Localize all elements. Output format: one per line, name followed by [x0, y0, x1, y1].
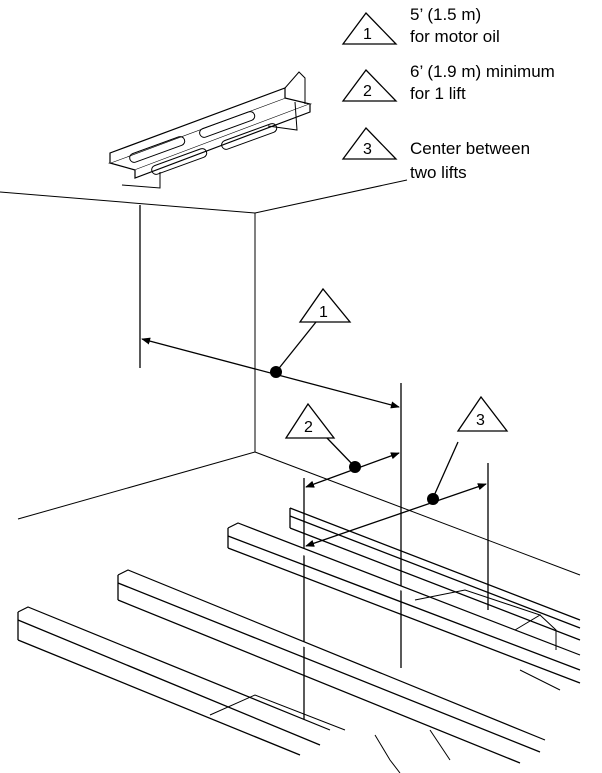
legend-marker-number-3: 3 [363, 141, 372, 158]
legend-item-1: 1 5’ (1.5 m) for motor oil [341, 5, 500, 46]
legend-item-3-line1: Center between [410, 139, 530, 158]
dimension-arrows [141, 337, 487, 547]
legend-item-2: 2 6’ (1.9 m) minimum for 1 lift [341, 62, 555, 103]
callout-triangle-3 [456, 395, 509, 432]
legend-item-3: 3 Center between two lifts [341, 126, 530, 182]
floor-rails [17, 507, 581, 773]
callout-number-3: 3 [476, 412, 485, 429]
ceiling-bracket [108, 71, 313, 189]
bracket-slot [151, 148, 208, 175]
bracket-slot [199, 111, 256, 138]
callout-triangle-2 [284, 402, 336, 439]
legend-marker-number-1: 1 [363, 26, 372, 43]
bracket-slot [129, 136, 186, 163]
legend-marker-number-2: 2 [363, 83, 372, 100]
callout-dot-2 [349, 461, 361, 473]
callout-leaders [270, 321, 459, 505]
legend-item-1-line2: for motor oil [410, 27, 500, 46]
callout-triangle-1 [298, 287, 352, 323]
legend-item-3-line2: two lifts [410, 163, 467, 182]
legend-item-1-line1: 5’ (1.5 m) [410, 5, 481, 24]
legend-item-2-line1: 6’ (1.9 m) minimum [410, 62, 555, 81]
legend-marker-triangle-3 [341, 126, 398, 160]
reference-lines [139, 205, 489, 720]
callout-dot-1 [270, 366, 282, 378]
callout-1: 1 [298, 287, 352, 323]
callout-2: 2 [284, 402, 336, 439]
legend-item-2-line2: for 1 lift [410, 84, 466, 103]
callout-dot-3 [427, 493, 439, 505]
legend-marker-triangle-1 [341, 11, 398, 45]
callout-3: 3 [456, 395, 509, 432]
dimension-arrow-3 [305, 483, 487, 547]
legend: 1 5’ (1.5 m) for motor oil 2 6’ (1.9 m) … [341, 5, 555, 182]
bracket-slot [221, 123, 278, 150]
callout-number-2: 2 [304, 419, 313, 436]
callout-number-1: 1 [319, 304, 328, 321]
callouts: 1 2 3 [284, 287, 509, 439]
legend-marker-triangle-2 [341, 68, 398, 102]
